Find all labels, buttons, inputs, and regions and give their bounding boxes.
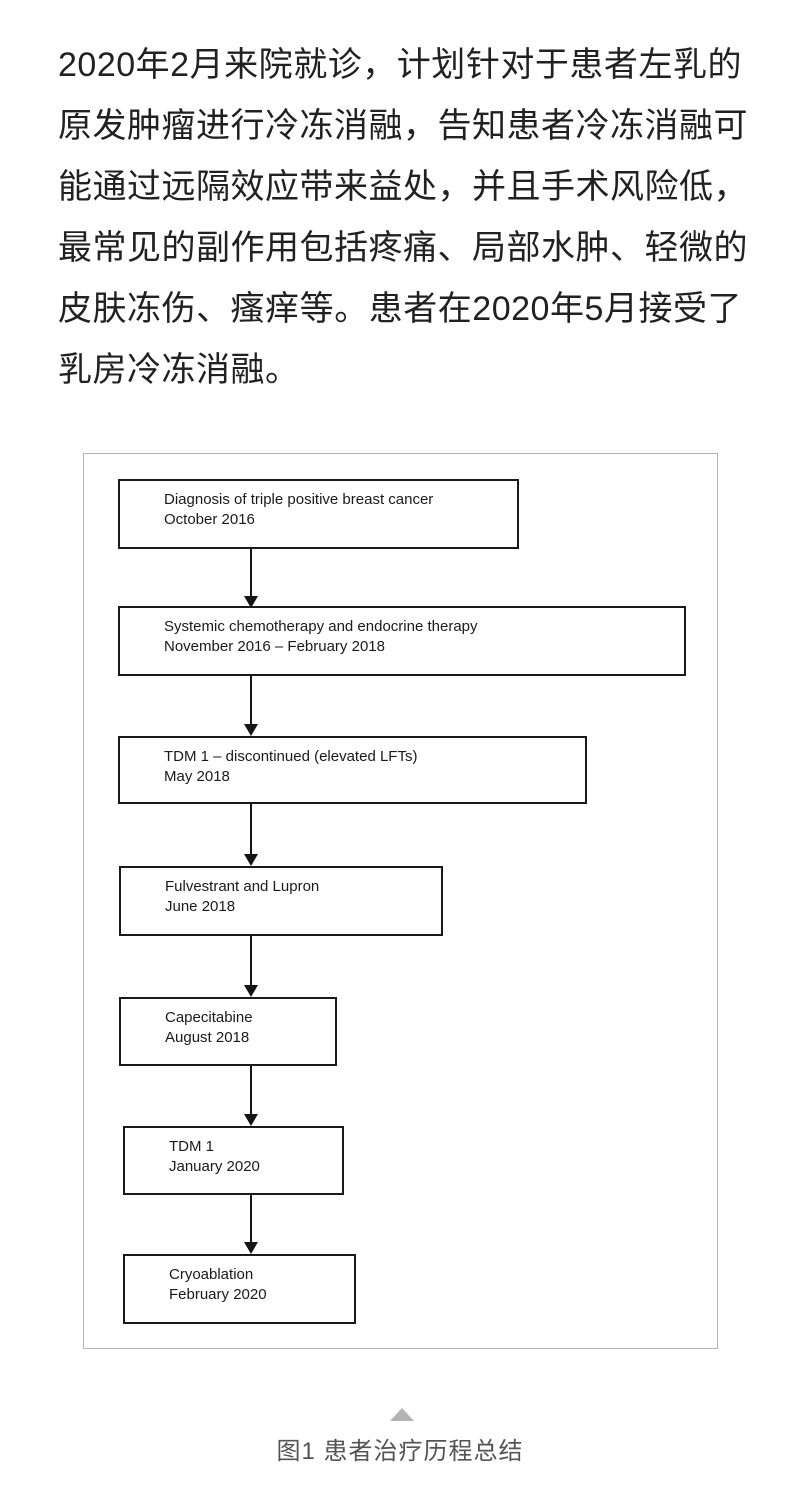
arrow-head — [244, 985, 258, 997]
arrow-shaft — [250, 936, 252, 986]
paragraph-line: 2020年2月来院就诊，计划针对于患者左乳的 — [58, 46, 742, 84]
flow-box-title: Diagnosis of triple positive breast canc… — [164, 491, 434, 508]
paragraph-line: 皮肤冻伤、瘙痒等。患者在2020年5月接受了 — [58, 290, 742, 328]
arrow-shaft — [250, 549, 252, 597]
collapse-figure-triangle-up-icon[interactable] — [390, 1408, 414, 1421]
flow-box-cryoablation: Cryoablation February 2020 — [123, 1254, 356, 1324]
flow-box-date: November 2016 – February 2018 — [164, 638, 385, 655]
flow-arrow-3 — [244, 804, 258, 866]
arrow-head — [244, 1242, 258, 1254]
paragraph-line: 能通过远隔效应带来益处，并且手术风险低， — [58, 168, 748, 206]
flow-box-title: Capecitabine — [165, 1009, 253, 1026]
arrow-head — [244, 724, 258, 736]
flow-box-date: May 2018 — [164, 768, 230, 785]
flow-box-title: Fulvestrant and Lupron — [165, 878, 320, 895]
flow-box-capecitabine: Capecitabine August 2018 — [119, 997, 337, 1066]
paragraph-line: 原发肿瘤进行冷冻消融，告知患者冷冻消融可 — [58, 107, 748, 145]
flow-box-chemo-endocrine: Systemic chemotherapy and endocrine ther… — [118, 606, 686, 676]
arrow-shaft — [250, 1066, 252, 1115]
arrow-shaft — [250, 804, 252, 855]
flow-box-date: June 2018 — [165, 898, 236, 915]
flow-box-date: August 2018 — [165, 1029, 250, 1046]
flow-arrow-4 — [244, 936, 258, 997]
flow-box-title: Systemic chemotherapy and endocrine ther… — [164, 618, 478, 635]
case-paragraph: 2020年2月来院就诊，计划针对于患者左乳的 原发肿瘤进行冷冻消融，告知患者冷冻… — [58, 35, 748, 401]
flow-arrow-5 — [244, 1066, 258, 1126]
paragraph-line: 最常见的副作用包括疼痛、局部水肿、轻微的 — [58, 229, 748, 267]
flow-box-diagnosis: Diagnosis of triple positive breast canc… — [118, 479, 519, 549]
flow-box-date: January 2020 — [169, 1158, 260, 1175]
arrow-head — [244, 1114, 258, 1126]
arrow-head — [244, 854, 258, 866]
figure-caption: 图1 患者治疗历程总结 — [276, 1438, 524, 1465]
flow-box-tdm1-discontinued: TDM 1 – discontinued (elevated LFTs) May… — [118, 736, 587, 804]
flow-box-fulvestrant-lupron: Fulvestrant and Lupron June 2018 — [119, 866, 443, 936]
flow-box-date: October 2016 — [164, 511, 255, 528]
flow-arrow-2 — [244, 676, 258, 736]
figure-frame: Diagnosis of triple positive breast canc… — [83, 453, 718, 1349]
flow-box-title: TDM 1 — [169, 1138, 214, 1155]
arrow-shaft — [250, 676, 252, 725]
arrow-shaft — [250, 1195, 252, 1243]
paragraph-line: 乳房冷冻消融。 — [58, 351, 300, 389]
flow-box-tdm1: TDM 1 January 2020 — [123, 1126, 344, 1195]
flow-box-title: TDM 1 – discontinued (elevated LFTs) — [164, 748, 418, 765]
flow-box-title: Cryoablation — [169, 1266, 254, 1283]
flow-arrow-6 — [244, 1195, 258, 1254]
flow-box-date: February 2020 — [169, 1286, 267, 1303]
arrow-head — [244, 596, 258, 608]
flow-arrow-1 — [244, 549, 258, 608]
